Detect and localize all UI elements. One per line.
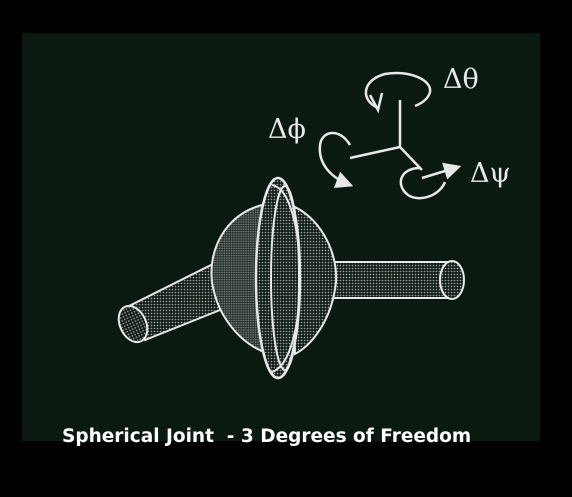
psi-rotation-arrow bbox=[399, 162, 462, 200]
right-shaft bbox=[329, 260, 465, 300]
phi-rotation-arrow bbox=[318, 131, 354, 189]
figure-caption: Spherical Joint - 3 Degrees of Freedom bbox=[62, 426, 472, 447]
theta-rotation-arrow bbox=[364, 71, 432, 114]
psi-axis bbox=[399, 146, 423, 171]
phi-axis bbox=[349, 145, 401, 160]
socket-flange bbox=[254, 176, 302, 380]
theta-label: Δθ bbox=[443, 64, 479, 95]
psi-label: Δψ bbox=[470, 158, 511, 189]
rotation-axes bbox=[349, 100, 423, 171]
phi-label: Δϕ bbox=[268, 114, 306, 145]
